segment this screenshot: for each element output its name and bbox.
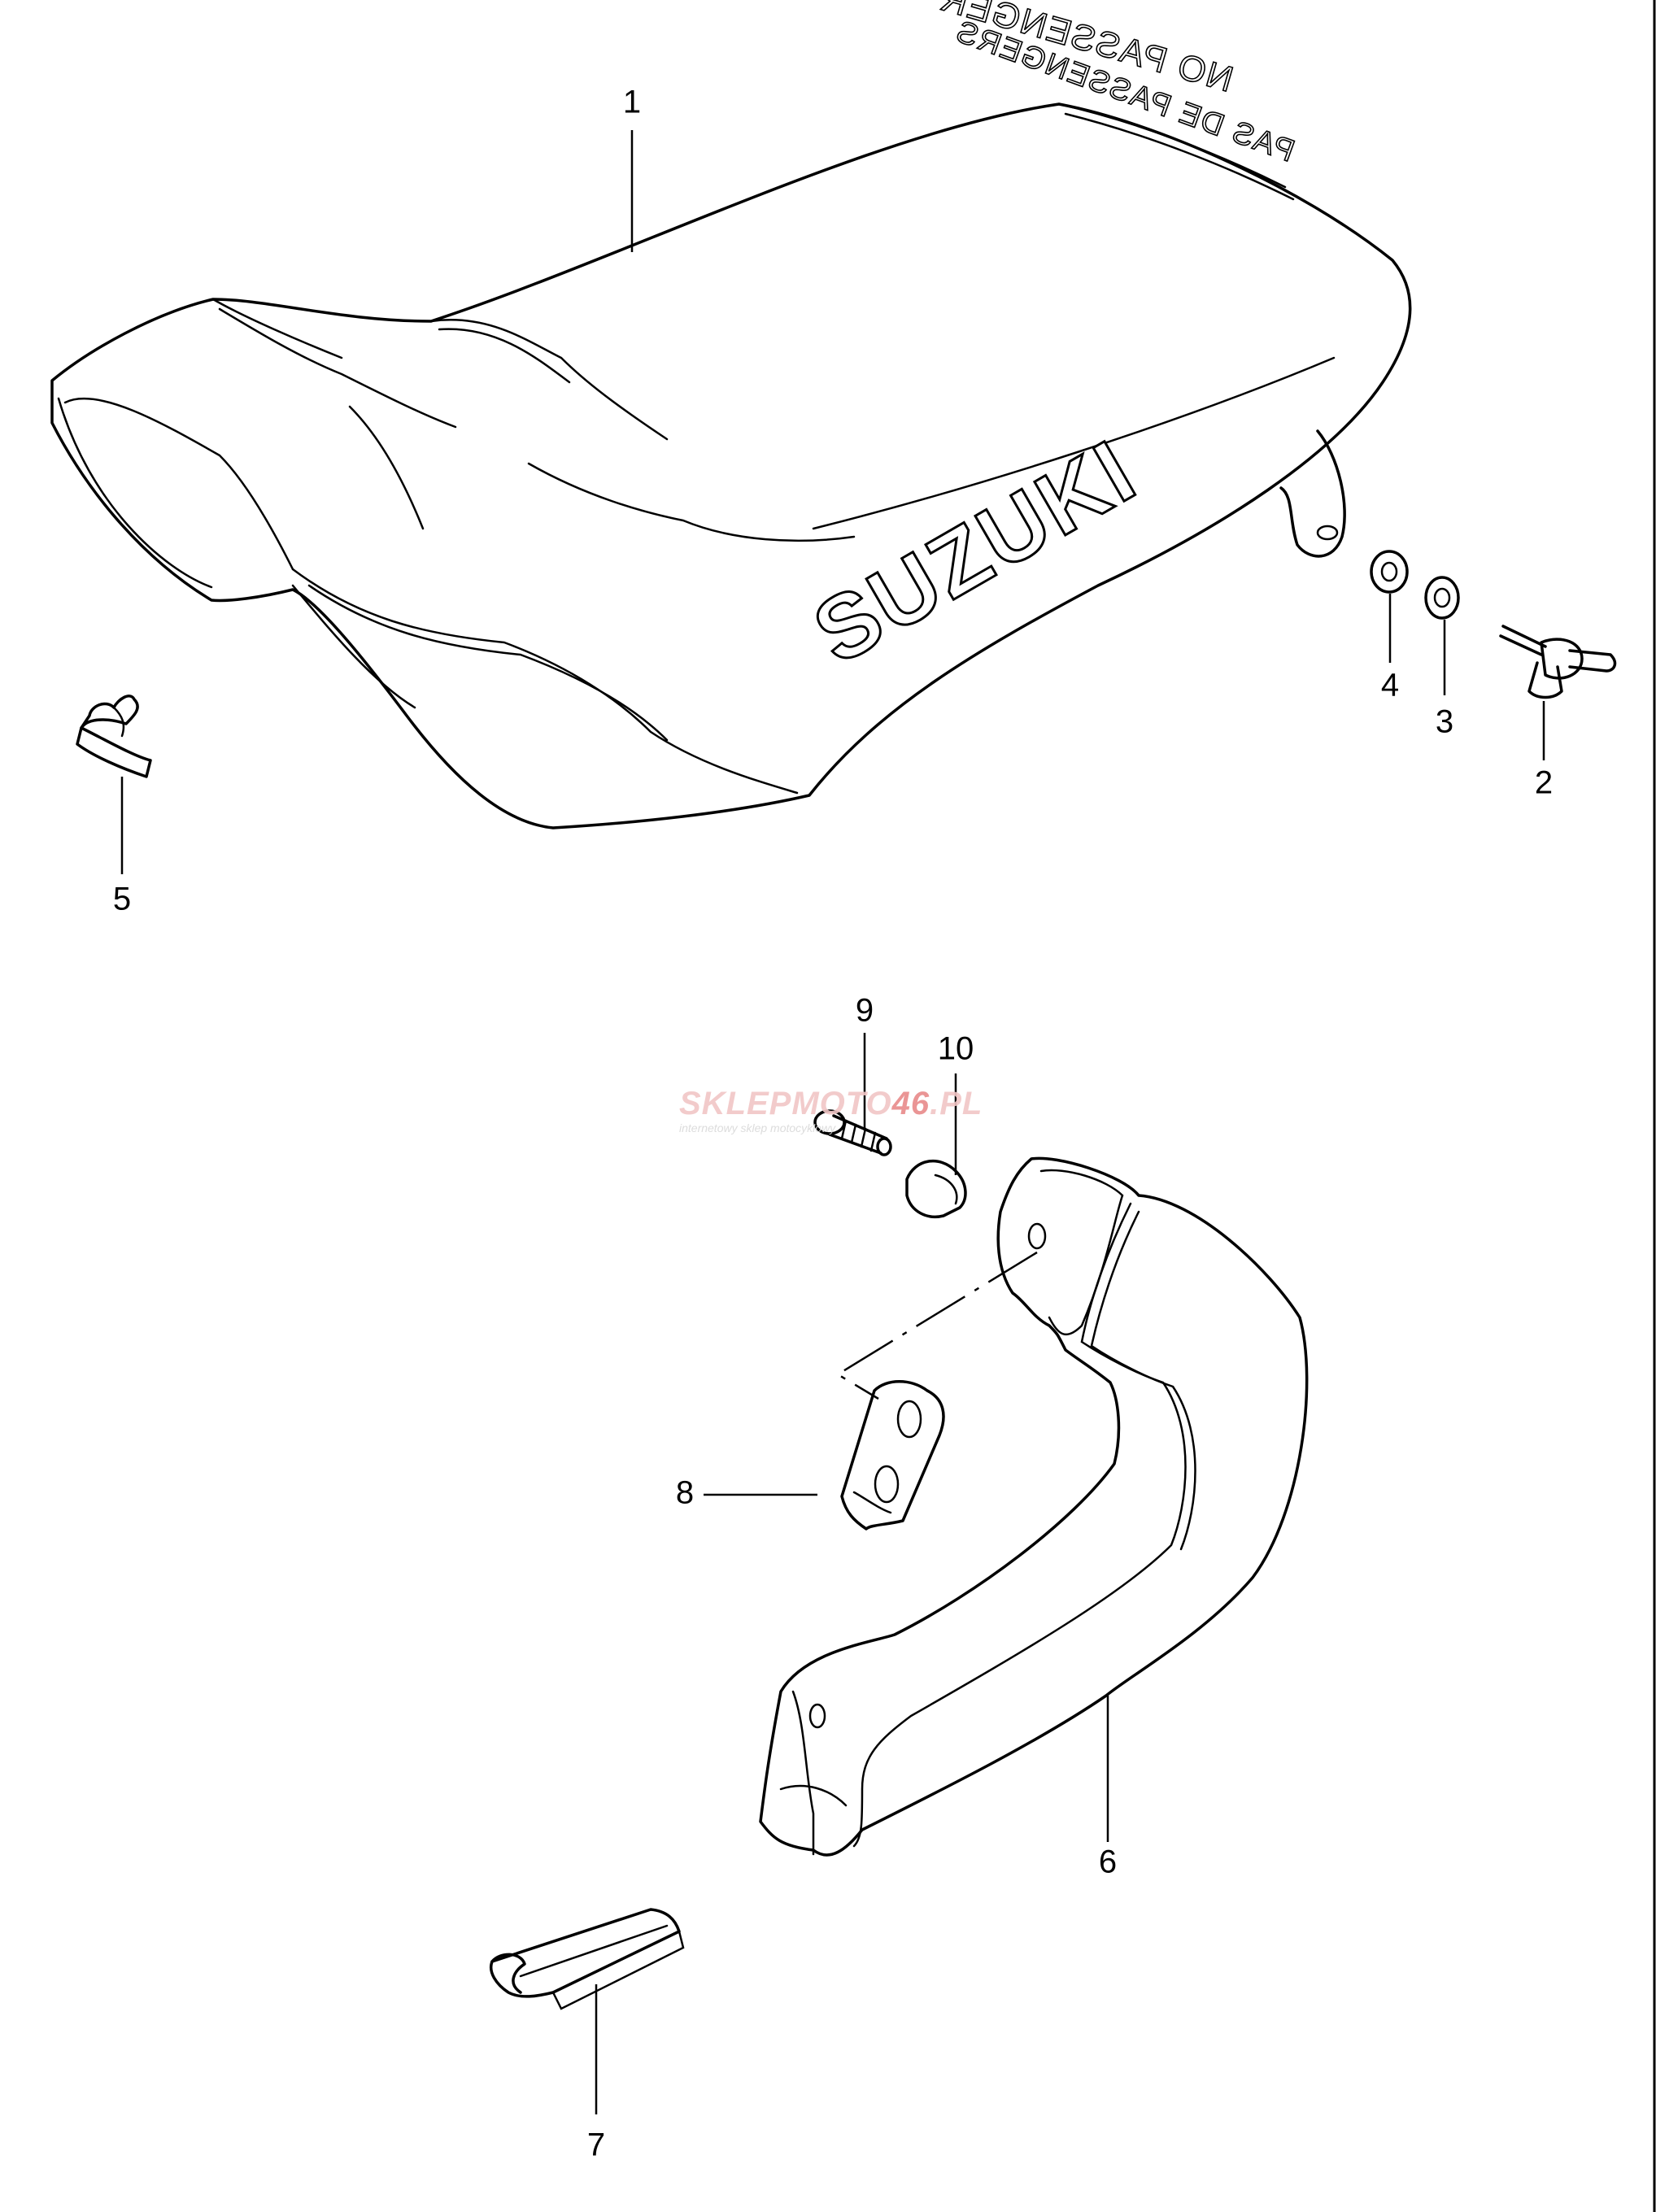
part-label-6: 6 [1099,1844,1117,1880]
watermark-text-a: SKLEPMOTO [679,1086,892,1121]
washer-4-drawing [1370,550,1409,594]
trim-strip-7-drawing [490,1908,685,2010]
part-label-10: 10 [938,1031,974,1067]
bolt-9-drawing [813,1109,892,1156]
alignment-line [835,1251,1038,1400]
part-label-8: 8 [676,1475,694,1511]
svg-text:SKLEPMOTO46.PL: SKLEPMOTO46.PL [679,1086,983,1121]
part-label-2: 2 [1535,765,1553,801]
part-label-1: 1 [623,85,641,120]
watermark-text-c: .PL [930,1086,983,1121]
cushion-5-drawing [76,695,152,778]
seat-brand-logo: SUZUKI [798,420,1153,683]
watermark-tagline: internetowy sklep motocyklowy [679,1121,836,1134]
part-label-5: 5 [113,882,131,917]
nut-10-drawing [905,1159,967,1218]
grommet-8-drawing [840,1380,945,1531]
watermark: SKLEPMOTO46.PL internetowy sklep motocyk… [679,1086,983,1134]
seat-cover-6-drawing [759,1156,1309,1857]
part-label-9: 9 [856,993,874,1029]
wing-bolt-2-drawing [1499,625,1617,699]
part-label-7: 7 [587,2127,605,2163]
part-label-4: 4 [1381,668,1399,703]
watermark-text-b: 46 [891,1086,930,1121]
seat-drawing: NO PASSENGER PAS DE PASSENGERS SUZUKI [50,0,1412,830]
washer-3-drawing [1424,576,1460,620]
part-label-3: 3 [1436,704,1453,740]
